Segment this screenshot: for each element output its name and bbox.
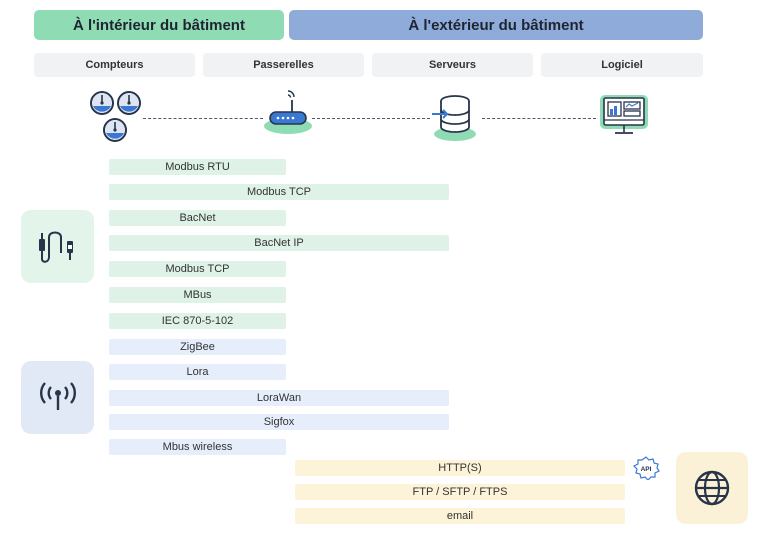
gateway-router-icon bbox=[262, 86, 314, 136]
protocol-ftp-sftp-ftps: FTP / SFTP / FTPS bbox=[295, 484, 625, 500]
dashboard-monitor-icon bbox=[596, 92, 652, 140]
protocol-mbus-wireless: Mbus wireless bbox=[109, 439, 286, 455]
api-badge-label: API bbox=[641, 466, 652, 473]
meter-gauge-icon bbox=[88, 90, 150, 144]
link-server-software bbox=[482, 118, 596, 119]
globe-icon bbox=[676, 452, 748, 524]
protocol-bacnet-ip: BacNet IP bbox=[109, 235, 449, 251]
protocol-lora: Lora bbox=[109, 364, 286, 380]
column-passerelles: Passerelles bbox=[203, 53, 364, 77]
header-inside-building: À l'intérieur du bâtiment bbox=[34, 10, 284, 40]
column-logiciel: Logiciel bbox=[541, 53, 703, 77]
protocol-mbus: MBus bbox=[109, 287, 286, 303]
protocol-lorawan: LoraWan bbox=[109, 390, 449, 406]
header-outside-building: À l'extérieur du bâtiment bbox=[289, 10, 703, 40]
protocol-iec-870-5-102: IEC 870-5-102 bbox=[109, 313, 286, 329]
protocol-modbus-tcp-ext: Modbus TCP bbox=[109, 184, 449, 200]
protocol-modbus-rtu: Modbus RTU bbox=[109, 159, 286, 175]
link-meters-gateway bbox=[143, 118, 263, 119]
protocol-bacnet: BacNet bbox=[109, 210, 286, 226]
database-server-icon bbox=[428, 92, 482, 142]
link-gateway-server bbox=[312, 118, 430, 119]
column-compteurs: Compteurs bbox=[34, 53, 195, 77]
column-serveurs: Serveurs bbox=[372, 53, 533, 77]
protocol-modbus-tcp: Modbus TCP bbox=[109, 261, 286, 277]
antenna-signal-icon bbox=[21, 361, 94, 434]
cable-plug-icon bbox=[21, 210, 94, 283]
protocol-sigfox: Sigfox bbox=[109, 414, 449, 430]
protocol-email: email bbox=[295, 508, 625, 524]
api-badge-icon: API bbox=[632, 456, 660, 481]
protocol-http: HTTP(S) bbox=[295, 460, 625, 476]
protocol-zigbee: ZigBee bbox=[109, 339, 286, 355]
